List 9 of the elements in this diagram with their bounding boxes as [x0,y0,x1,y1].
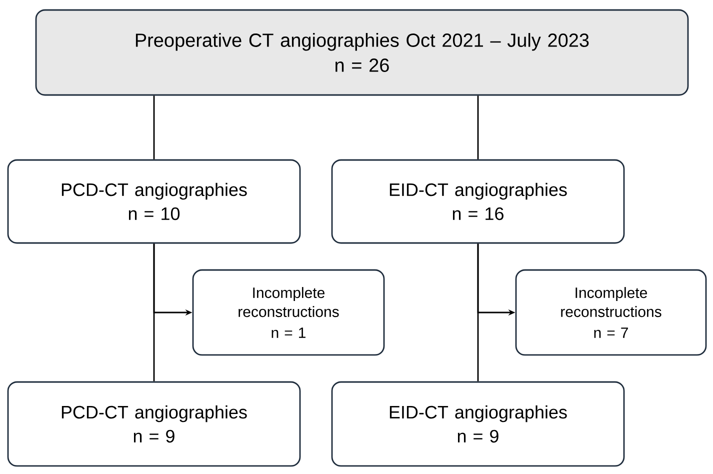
process-box: Incomplete reconstructions n = 1 [192,269,385,356]
process-box: PCD-CT angiographies n = 10 [7,159,301,244]
connector-line [153,96,155,160]
process-box: EID-CT angiographies n = 9 [331,381,625,467]
process-box: Incomplete reconstructions n = 7 [515,269,707,356]
process-box: PCD-CT angiographies n = 9 [7,381,301,467]
connector-line [477,96,479,160]
process-box: Preoperative CT angiographies Oct 2021 – July 2023 n = 26 [35,9,689,96]
process-box: EID-CT angiographies n = 16 [331,159,625,244]
